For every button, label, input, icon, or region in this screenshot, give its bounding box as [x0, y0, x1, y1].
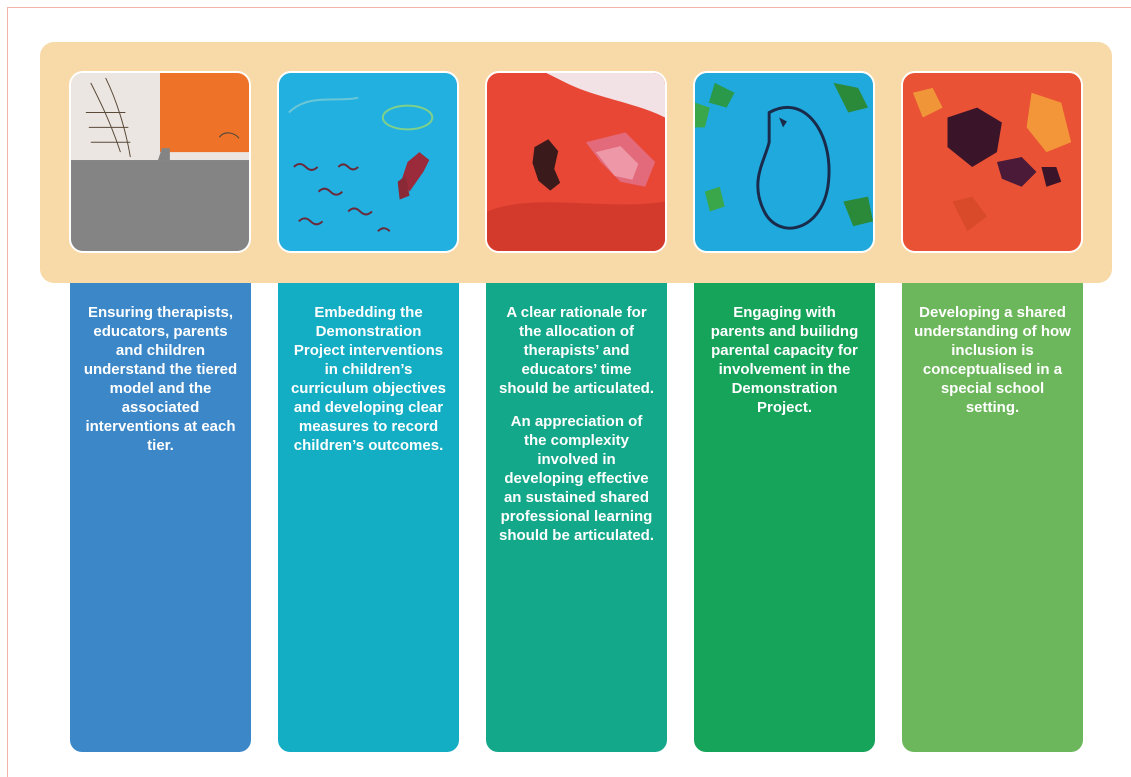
artwork-1	[69, 71, 251, 253]
column-3: A clear rationale for the allocation of …	[486, 283, 667, 752]
artwork-2	[277, 71, 459, 253]
column-2: Embedding the Demonstration Project inte…	[278, 283, 459, 752]
page-frame	[7, 7, 1131, 777]
column-3-text-1: A clear rationale for the allocation of …	[498, 304, 655, 397]
column-1-text: Ensuring therapists, educators, parents …	[83, 304, 238, 454]
column-1: Ensuring therapists, educators, parents …	[70, 283, 251, 752]
column-5: Developing a shared understanding of how…	[902, 283, 1083, 752]
column-3-text-2: An appreciation of the complexity involv…	[498, 413, 655, 544]
column-5-text: Developing a shared understanding of how…	[914, 304, 1071, 416]
artwork-5	[901, 71, 1083, 253]
artwork-4	[693, 71, 875, 253]
artwork-3	[485, 71, 667, 253]
column-4-text: Engaging with parents and builidng paren…	[710, 304, 859, 416]
column-4: Engaging with parents and builidng paren…	[694, 283, 875, 752]
column-2-text: Embedding the Demonstration Project inte…	[290, 304, 447, 454]
